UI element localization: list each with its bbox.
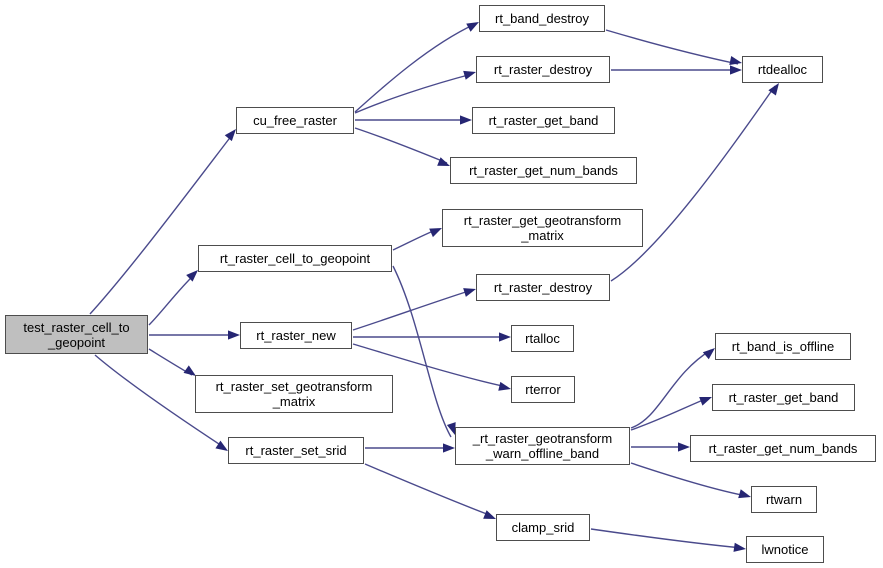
graph-node-label: rt_raster_get_band <box>728 390 839 405</box>
graph-node-lwnotice[interactable]: lwnotice <box>746 536 824 563</box>
call-edge-arrowhead <box>702 348 715 360</box>
graph-node-rt_raster_get_band_low[interactable]: rt_raster_get_band <box>712 384 855 411</box>
graph-node-rt_raster_get_band_top[interactable]: rt_raster_get_band <box>472 107 615 134</box>
call-edge <box>148 273 196 326</box>
graph-node-rt_raster_new[interactable]: rt_raster_new <box>240 322 352 349</box>
graph-node-label: rt_raster_set_srid <box>245 443 347 458</box>
graph-node-label: rt_raster_set_geotransform _matrix <box>215 379 373 409</box>
graph-node-label: rterror <box>525 382 561 397</box>
call-edge-arrowhead <box>186 270 198 282</box>
graph-node-label: rt_band_destroy <box>495 11 589 26</box>
graph-node-label: cu_free_raster <box>253 113 337 128</box>
graph-node-rt_raster_destroy_mid[interactable]: rt_raster_destroy <box>476 274 610 301</box>
graph-node-label: rt_raster_destroy <box>493 280 593 295</box>
graph-node-rtwarn[interactable]: rtwarn <box>751 486 817 513</box>
graph-node-label: lwnotice <box>761 542 809 557</box>
call-edge-arrowhead <box>446 422 456 435</box>
call-edge-arrowhead <box>228 330 240 340</box>
graph-node-rt_raster_destroy_top[interactable]: rt_raster_destroy <box>476 56 610 83</box>
graph-node-label: clamp_srid <box>511 520 575 535</box>
call-edge <box>630 397 709 431</box>
call-edge-arrowhead <box>483 510 496 519</box>
graph-node-rt_raster_get_num_bands_low[interactable]: rt_raster_get_num_bands <box>690 435 876 462</box>
graph-node-rtalloc[interactable]: rtalloc <box>511 325 574 352</box>
graph-node-rt_raster_get_geotransform_matrix[interactable]: rt_raster_get_geotransform _matrix <box>442 209 643 247</box>
graph-node-rterror[interactable]: rterror <box>511 376 575 403</box>
call-edge-arrowhead <box>460 115 472 125</box>
call-edge-arrowhead <box>183 365 196 376</box>
call-edge <box>354 73 473 114</box>
graph-node-rt_band_destroy[interactable]: rt_band_destroy <box>479 5 605 32</box>
call-edge-arrowhead <box>215 440 228 451</box>
graph-node-label: rt_raster_new <box>256 328 336 343</box>
graph-node-label: rt_band_is_offline <box>731 339 835 354</box>
graph-node-rtdealloc[interactable]: rtdealloc <box>742 56 823 83</box>
call-edge-arrowhead <box>733 542 746 552</box>
graph-node-rt_raster_set_geotransform_matrix[interactable]: rt_raster_set_geotransform _matrix <box>195 375 393 413</box>
call-edge <box>392 265 452 438</box>
graph-node-label: rtdealloc <box>757 62 808 77</box>
graph-node-label: test_raster_cell_to _geopoint <box>23 319 130 350</box>
graph-node-cu_free_raster[interactable]: cu_free_raster <box>236 107 354 134</box>
graph-node-clamp_srid[interactable]: clamp_srid <box>496 514 590 541</box>
call-edge <box>89 134 233 315</box>
call-edge <box>605 29 739 65</box>
call-edge-arrowhead <box>224 129 236 142</box>
call-edge <box>610 85 776 282</box>
call-edge-arrowhead <box>699 397 712 406</box>
call-edge-arrowhead <box>730 65 742 75</box>
call-edge-arrowhead <box>678 442 690 452</box>
graph-node-label: rt_raster_get_num_bands <box>469 163 618 178</box>
graph-node-label: rt_raster_get_geotransform _matrix <box>463 213 622 243</box>
graph-node-rt_raster_get_num_bands_top[interactable]: rt_raster_get_num_bands <box>450 157 637 184</box>
call-edge <box>352 343 508 388</box>
call-edge <box>364 463 493 517</box>
graph-node-test_raster_cell_to_geopoint[interactable]: test_raster_cell_to _geopoint <box>5 315 148 354</box>
call-edge-arrowhead <box>498 381 511 391</box>
graph-node-label: rt_raster_get_num_bands <box>708 441 858 456</box>
graph-node-rt_raster_set_srid[interactable]: rt_raster_set_srid <box>228 437 364 464</box>
call-edge <box>354 23 476 113</box>
graph-node-rt_band_is_offline[interactable]: rt_band_is_offline <box>715 333 851 360</box>
call-edge <box>94 354 226 449</box>
call-edge <box>352 289 473 331</box>
call-edge-arrowhead <box>463 288 476 297</box>
call-edge <box>630 349 712 429</box>
call-edge-arrowhead <box>466 22 479 32</box>
graph-node-label: rtwarn <box>765 492 803 507</box>
call-edge-arrowhead <box>738 489 751 499</box>
graph-node-_rt_raster_geotransform_warn_offline_band[interactable]: _rt_raster_geotransform _warn_offline_ba… <box>455 427 630 465</box>
graph-node-label: _rt_raster_geotransform _warn_offline_ba… <box>472 431 613 461</box>
call-edge-arrowhead <box>768 83 779 96</box>
call-edge <box>590 528 743 549</box>
graph-node-label: rt_raster_cell_to_geopoint <box>219 251 371 266</box>
graph-node-label: rt_raster_destroy <box>493 62 593 77</box>
call-edge-arrowhead <box>429 228 442 238</box>
call-edge <box>354 127 448 164</box>
call-edge-arrowhead <box>443 443 455 453</box>
call-edge-arrowhead <box>463 70 476 80</box>
call-edge-arrowhead <box>437 157 450 166</box>
call-edge-arrowhead <box>729 56 742 66</box>
graph-node-label: rt_raster_get_band <box>488 113 599 128</box>
graph-node-rt_raster_cell_to_geopoint[interactable]: rt_raster_cell_to_geopoint <box>198 245 392 272</box>
graph-node-label: rtalloc <box>525 331 560 346</box>
call-edge-arrowhead <box>499 332 511 342</box>
call-edge <box>630 462 748 497</box>
